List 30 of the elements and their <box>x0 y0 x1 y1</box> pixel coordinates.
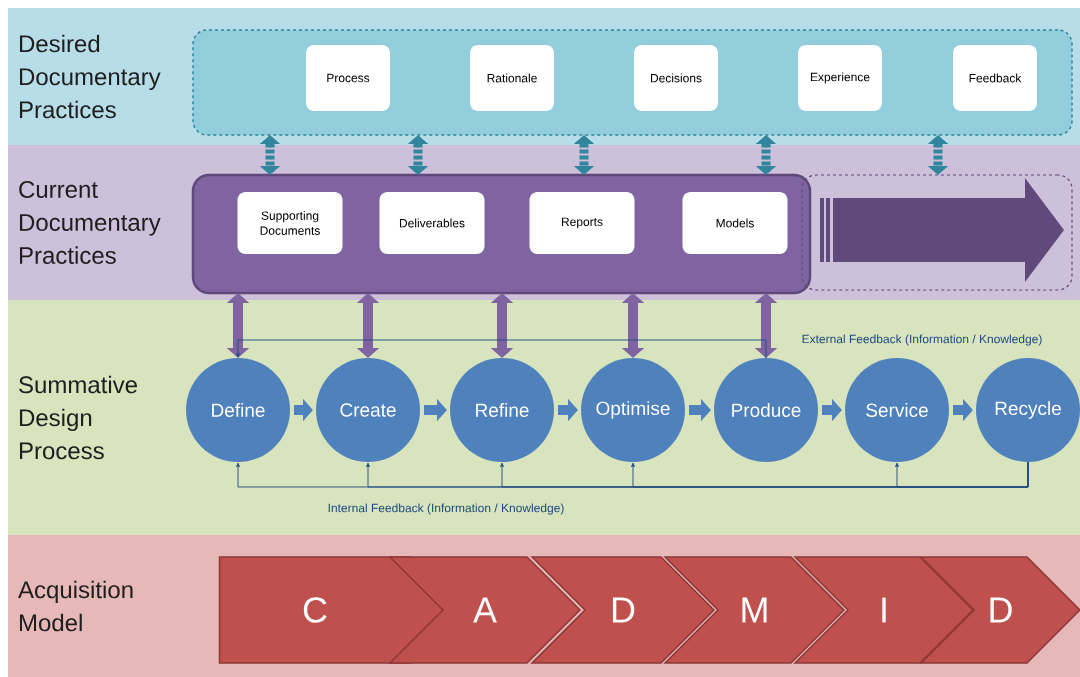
double-arrow <box>259 135 281 175</box>
practice-box: Models <box>682 192 788 254</box>
block-arrow <box>356 293 380 358</box>
dashed-box <box>801 174 1073 291</box>
feedback-arrow <box>236 339 767 359</box>
node-label: D <box>990 597 1012 623</box>
block-arrow <box>621 293 645 358</box>
double-arrow <box>927 135 949 175</box>
practice-box: Deliverables <box>379 192 485 254</box>
node-label: D <box>612 597 635 623</box>
node-label: I <box>882 597 886 623</box>
edge-label: Internal Feedback (Information / Knowledge) <box>326 502 566 516</box>
block-arrow <box>754 293 778 358</box>
practice-box: Reports <box>529 192 635 254</box>
practice-box: Supporting Documents <box>237 192 343 254</box>
feedback-arrow <box>895 461 1029 488</box>
block-arrow <box>490 293 514 358</box>
practice-box: Feedback <box>953 45 1037 111</box>
block-arrow <box>226 293 250 358</box>
edge-label: External Feedback (Information / Knowledge) <box>800 333 1044 347</box>
practice-box: Process <box>306 45 390 111</box>
double-arrow <box>573 135 595 175</box>
practice-box: Decisions <box>634 45 718 111</box>
node-label: A <box>473 597 497 623</box>
double-arrow <box>755 135 777 175</box>
node-label: C <box>303 597 327 623</box>
practice-box: Experience <box>798 45 882 111</box>
double-arrow <box>407 135 429 175</box>
node-label: M <box>742 597 767 623</box>
practice-box: Rationale <box>470 45 554 111</box>
